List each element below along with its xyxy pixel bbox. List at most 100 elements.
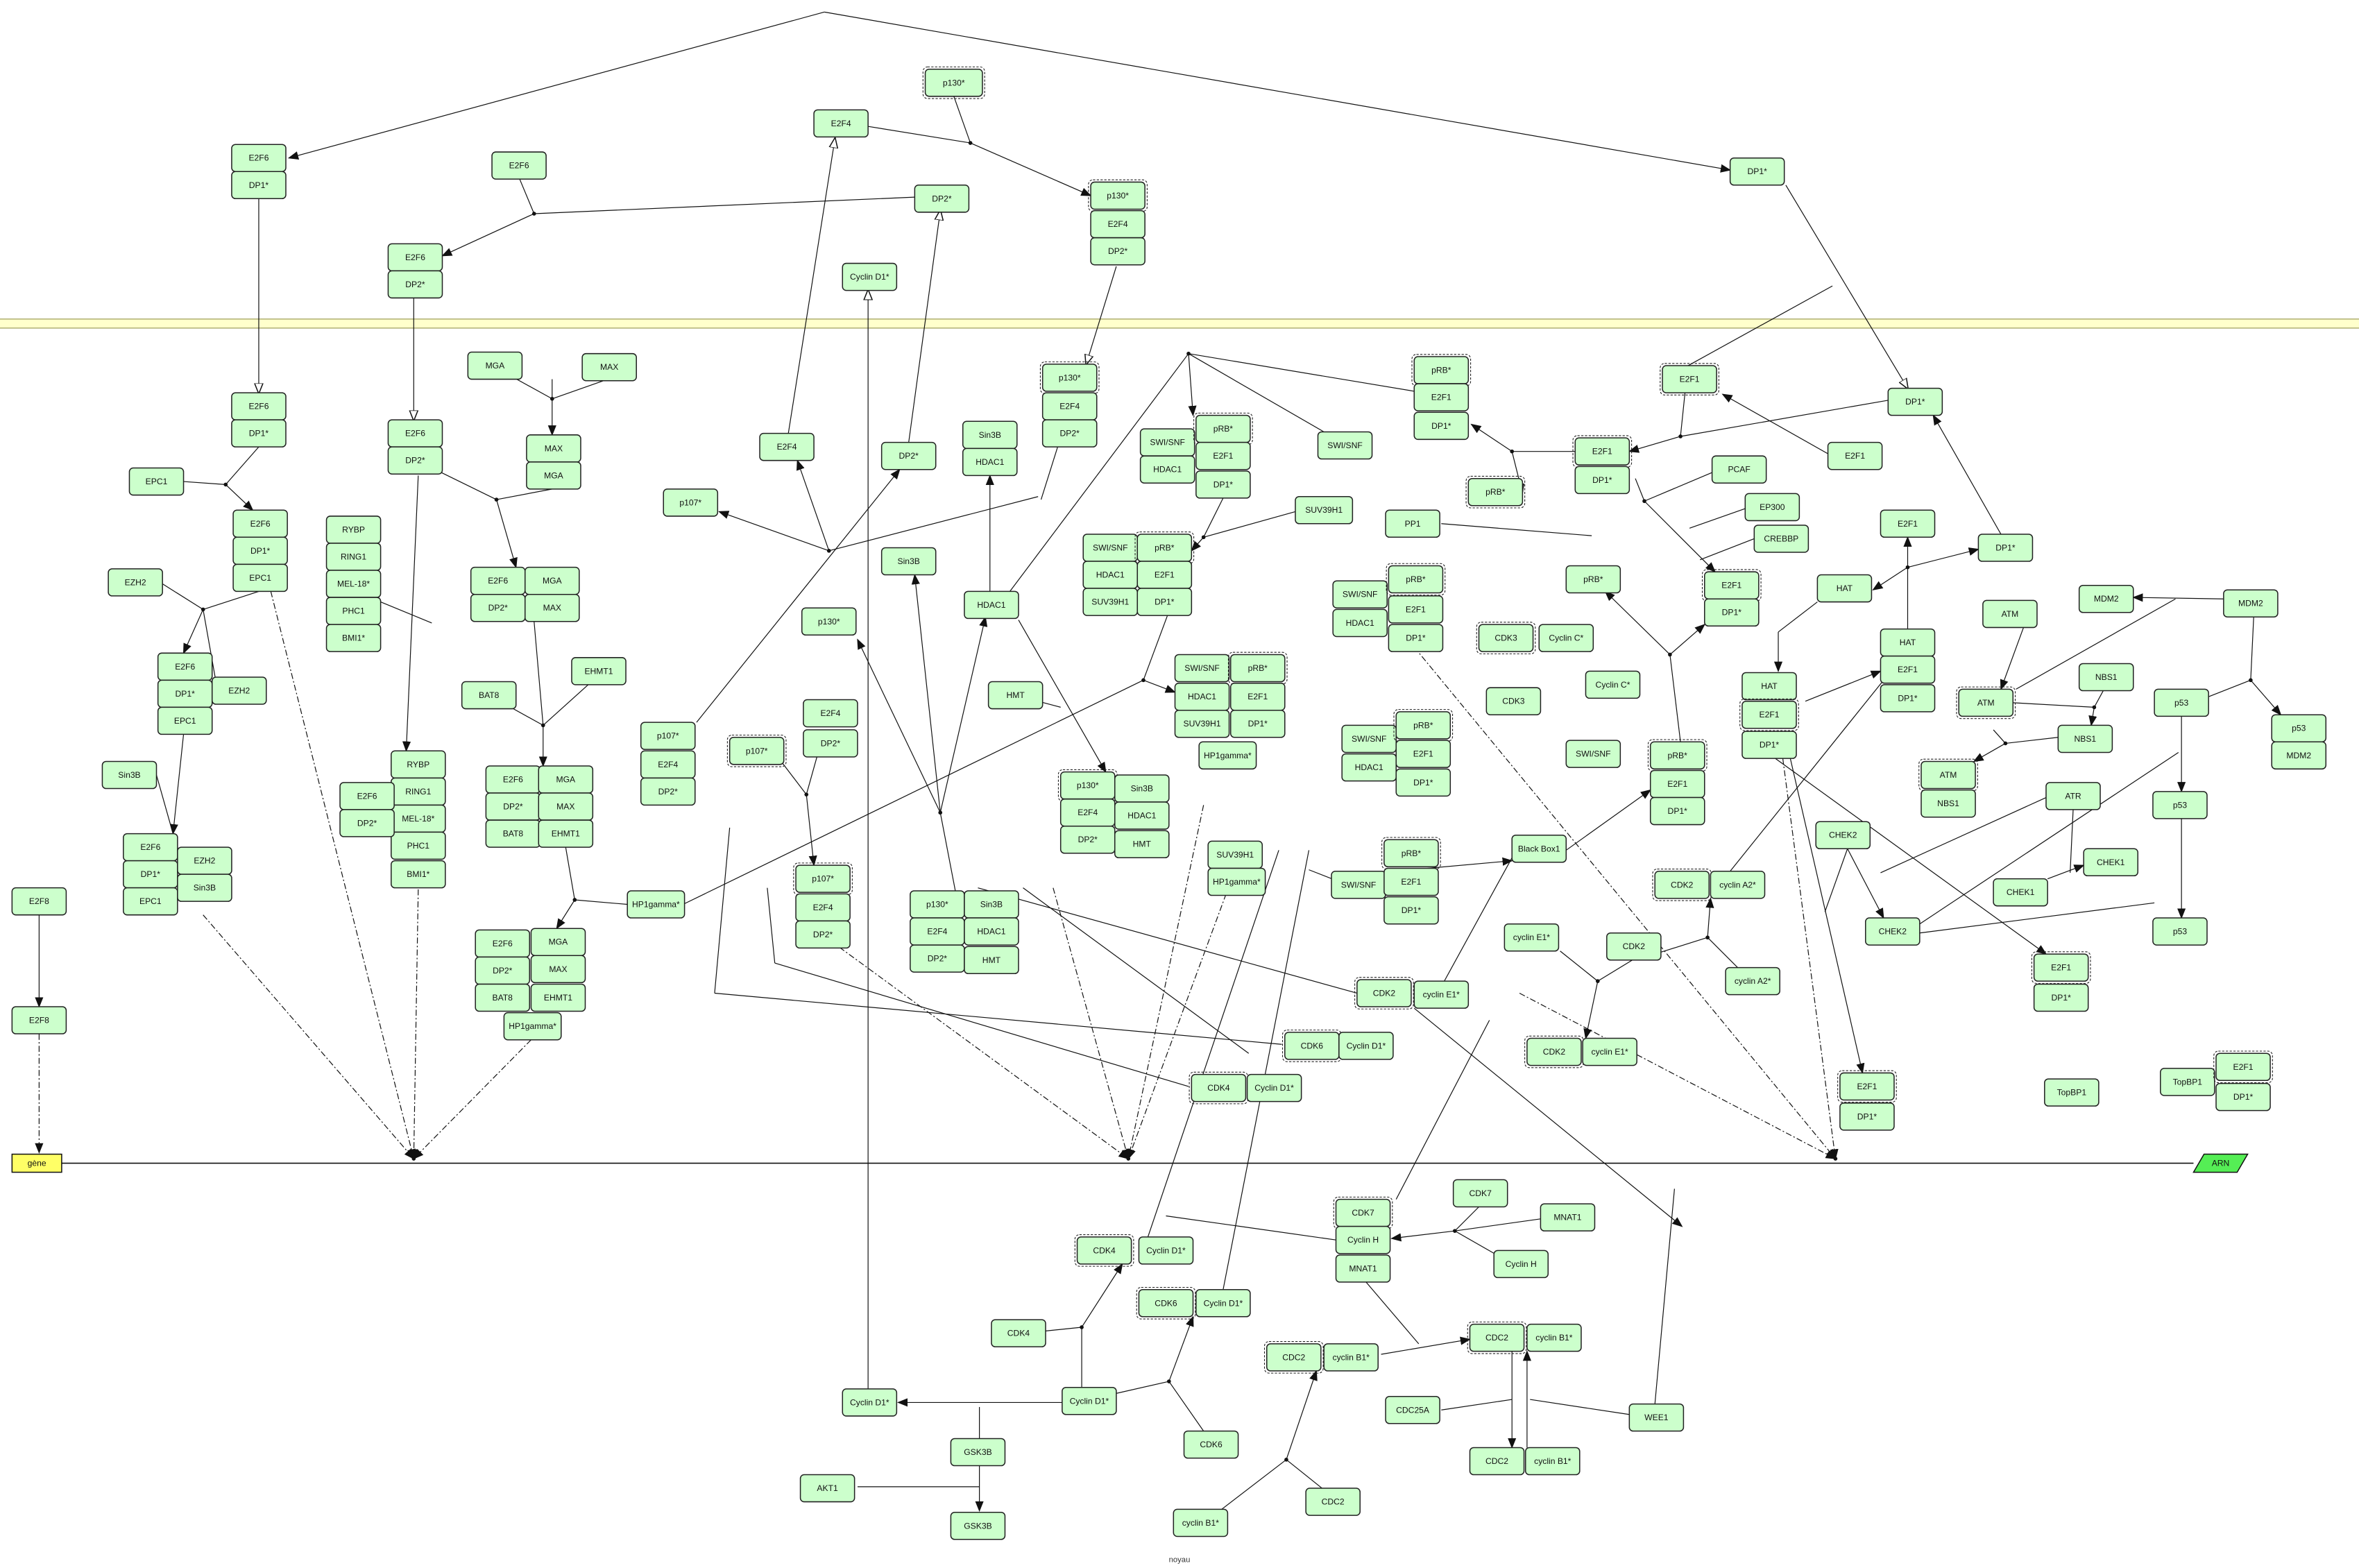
reaction-edge[interactable] (828, 496, 1039, 552)
species-sin3b[interactable]: Sin3B (177, 874, 232, 902)
species-dp1[interactable]: DP1* (231, 419, 287, 448)
species-cyclin-a2[interactable]: cyclin A2* (1710, 871, 1766, 899)
species-ehmt1[interactable]: EHMT1 (538, 819, 594, 848)
reaction-edge[interactable] (182, 609, 204, 654)
species-p53[interactable]: p53 (2152, 791, 2208, 819)
species-max[interactable]: MAX (581, 352, 637, 382)
species-prb[interactable]: pRB* (1386, 563, 1446, 596)
species-hdac1[interactable]: HDAC1 (1114, 801, 1170, 830)
reaction-edge[interactable] (1530, 1399, 1630, 1415)
reaction-edge[interactable] (824, 11, 1732, 173)
species-cyclin-b1[interactable]: cyclin B1* (1173, 1508, 1229, 1537)
reaction-edge[interactable] (1705, 897, 1714, 938)
reaction-edge[interactable] (1081, 1263, 1123, 1328)
species-nbs1[interactable]: NBS1 (2078, 663, 2134, 692)
species-dp2[interactable]: DP2* (485, 792, 541, 821)
species-p53[interactable]: p53 (2154, 688, 2209, 717)
reaction-edge[interactable] (1775, 758, 2047, 955)
reaction-edge[interactable] (574, 899, 628, 905)
species-mga[interactable]: MGA (526, 461, 581, 490)
species-hdac1[interactable]: HDAC1 (1082, 561, 1139, 589)
species-e2f1[interactable]: E2F1 (1229, 682, 1286, 711)
species-sin3b[interactable]: Sin3B (880, 547, 937, 576)
species-hdac1[interactable]: HDAC1 (1139, 455, 1195, 484)
transcription-edge[interactable] (1127, 894, 1227, 1160)
reaction-hub[interactable] (1678, 434, 1683, 438)
species-cdk6[interactable]: CDK6 (1281, 1030, 1342, 1062)
species-ehmt1[interactable]: EHMT1 (571, 657, 627, 685)
reaction-edge[interactable] (992, 353, 1189, 615)
species-rybp[interactable]: RYBP (325, 515, 382, 544)
species-ehmt1[interactable]: EHMT1 (530, 983, 586, 1012)
species-hmt[interactable]: HMT (964, 946, 1019, 975)
species-dp1[interactable]: DP1* (123, 860, 178, 889)
reaction-hub[interactable] (2003, 741, 2008, 746)
species-max[interactable]: MAX (525, 593, 580, 622)
species-dp2[interactable]: DP2* (387, 446, 443, 475)
species-p53[interactable]: p53 (2271, 714, 2327, 743)
reaction-edge[interactable] (939, 812, 956, 892)
reaction-edge[interactable] (534, 621, 544, 726)
species-e2f6[interactable]: E2F6 (475, 929, 531, 958)
species-hat[interactable]: HAT (1741, 672, 1797, 701)
reaction-edge[interactable] (1560, 951, 1599, 982)
species-cyclin-e1[interactable]: cyclin E1* (1582, 1037, 1637, 1066)
species-prb[interactable]: pRB* (1381, 837, 1441, 870)
reaction-edge[interactable] (496, 488, 552, 500)
reaction-edge[interactable] (1143, 615, 1168, 681)
species-dp1[interactable]: DP1* (1388, 624, 1444, 652)
species-e2f1[interactable]: E2F1 (1837, 1070, 1897, 1103)
species-swi-snf[interactable]: SWI/SNF (1332, 580, 1388, 608)
species-epc1[interactable]: EPC1 (157, 706, 213, 735)
species-cdk3[interactable]: CDK3 (1485, 687, 1542, 715)
reaction-hub[interactable] (1705, 935, 1710, 940)
species-cdc25a[interactable]: CDC25A (1385, 1395, 1440, 1424)
reaction-hub[interactable] (550, 396, 554, 401)
species-akt1[interactable]: AKT1 (799, 1474, 855, 1503)
species-dp1[interactable]: DP1* (157, 679, 213, 708)
reaction-hub[interactable] (1080, 1325, 1084, 1329)
species-dp1[interactable]: DP1* (1887, 387, 1943, 416)
species-prb[interactable]: pRB* (1465, 475, 1526, 509)
reaction-edge[interactable] (787, 139, 835, 434)
species-e2f6[interactable]: E2F6 (387, 243, 443, 272)
species-e2f8[interactable]: E2F8 (11, 887, 67, 916)
reaction-edge[interactable] (1395, 1020, 1490, 1200)
species-cyclin-d1[interactable]: Cyclin D1* (1062, 1386, 1117, 1415)
species-sin3b[interactable]: Sin3B (1114, 774, 1170, 803)
species-p130[interactable]: p130* (1088, 179, 1148, 212)
reaction-edge[interactable] (534, 196, 915, 214)
species-hdac1[interactable]: HDAC1 (1174, 682, 1230, 711)
reaction-hub[interactable] (1141, 678, 1146, 683)
reaction-edge[interactable] (1872, 567, 1908, 591)
species-phc1[interactable]: PHC1 (325, 597, 382, 625)
species-gsk3b[interactable]: GSK3B (950, 1438, 1006, 1467)
species-e2f1[interactable]: E2F1 (1827, 441, 1883, 470)
species-cdk4[interactable]: CDK4 (1074, 1234, 1134, 1267)
species-e2f6[interactable]: E2F6 (231, 144, 287, 173)
transcription-edge[interactable] (1053, 887, 1130, 1160)
species-cdk2[interactable]: CDK2 (1606, 932, 1662, 961)
species-dp2[interactable]: DP2* (339, 809, 395, 837)
gene-node[interactable]: gène (11, 1153, 62, 1173)
reaction-edge[interactable] (441, 213, 535, 257)
species-bmi1[interactable]: BMI1* (391, 860, 446, 889)
reaction-edge[interactable] (1847, 848, 1884, 919)
reaction-edge[interactable] (162, 583, 204, 610)
species-dp1[interactable]: DP1* (2033, 983, 2089, 1012)
reaction-edge[interactable] (1454, 1230, 1497, 1256)
reaction-edge[interactable] (1919, 751, 2179, 925)
species-hat[interactable]: HAT (1880, 628, 1936, 657)
species-cyclin-d1[interactable]: Cyclin D1* (1338, 1032, 1394, 1060)
reaction-edge[interactable] (1583, 981, 1599, 1040)
species-max[interactable]: MAX (530, 955, 586, 984)
species-cdk7[interactable]: CDK7 (1452, 1179, 1508, 1208)
species-bat8[interactable]: BAT8 (475, 983, 531, 1012)
transcription-edge[interactable] (413, 1039, 531, 1160)
species-dp1[interactable]: DP1* (1229, 709, 1286, 738)
species-hdac1[interactable]: HDAC1 (964, 590, 1019, 620)
reaction-edge[interactable] (1286, 1370, 1318, 1460)
species-dp1[interactable]: DP1* (1649, 796, 1705, 826)
species-p107[interactable]: p107* (640, 722, 696, 750)
species-dp2[interactable]: DP2* (914, 185, 970, 213)
